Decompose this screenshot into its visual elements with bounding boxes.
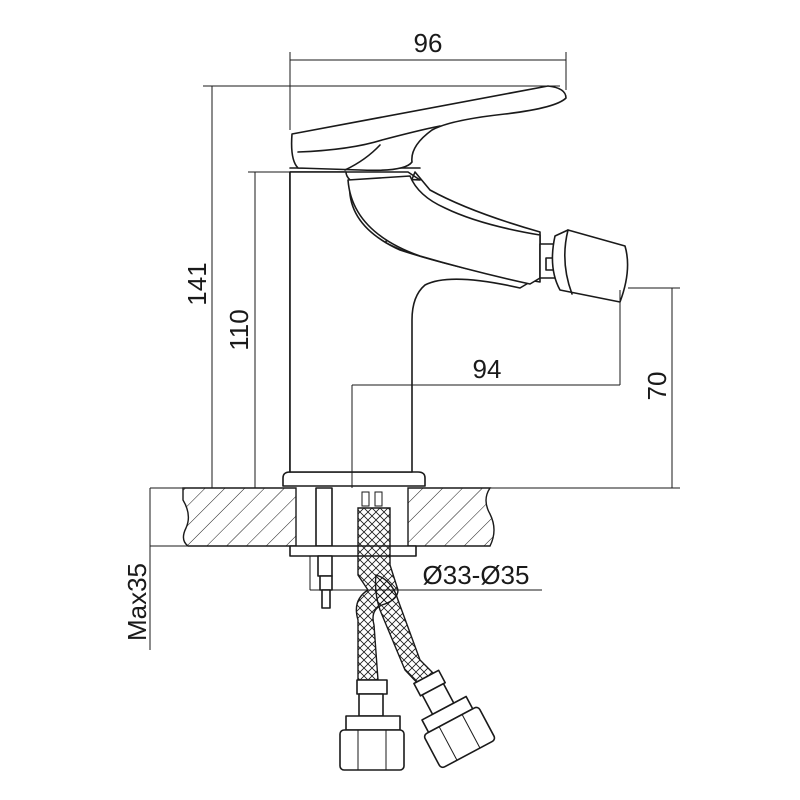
dim-height-body: 110 bbox=[224, 309, 254, 350]
dimension-labels: 96 141 110 94 70 Ø33-Ø35 Max35 bbox=[122, 28, 672, 641]
dim-hole-diameter: Ø33-Ø35 bbox=[423, 560, 530, 590]
dim-width-top: 96 bbox=[414, 28, 443, 58]
handle-lever bbox=[290, 85, 567, 172]
dim-height-total: 141 bbox=[182, 262, 212, 305]
dim-outlet-height: 70 bbox=[642, 372, 672, 401]
dimension-lines bbox=[149, 52, 680, 650]
dim-spout-reach: 94 bbox=[473, 354, 502, 384]
dim-max-thickness: Max35 bbox=[122, 563, 152, 641]
spout bbox=[347, 175, 629, 303]
countertop-section bbox=[150, 487, 680, 547]
flexible-hoses bbox=[339, 507, 496, 771]
fixing-assembly bbox=[289, 487, 542, 609]
